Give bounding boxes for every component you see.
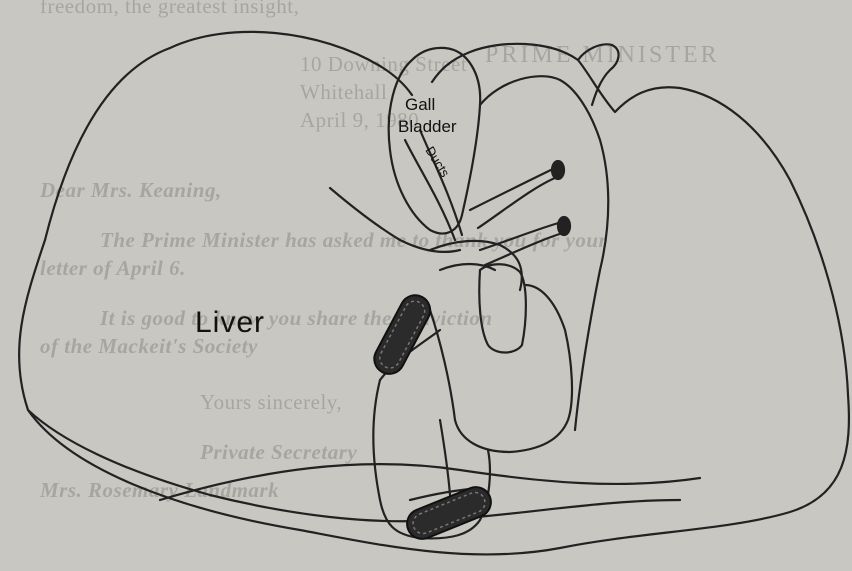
hepatic-branch [330,188,460,252]
vessel-cut-upper [552,161,564,179]
vessel-mid-2 [485,232,566,265]
quadrate-lobe [430,285,572,452]
duct-line [420,130,462,235]
right-lobe-column [480,76,608,430]
caudate-block [479,264,526,352]
vessel-mid [480,222,562,250]
gall-bladder [389,48,480,234]
vessel-upper-2 [478,175,562,228]
ducts-label: Ducts [422,144,453,181]
liver-label: Liver [195,306,265,339]
vessel-cut-mid [558,217,570,235]
gall-label: Gall [405,95,435,114]
ligamentum-teres [369,290,435,379]
bladder-label-text: Bladder [398,117,457,136]
liver-upper-left-lobe [170,32,412,95]
spine-tail [578,44,619,105]
fissure [440,420,450,495]
